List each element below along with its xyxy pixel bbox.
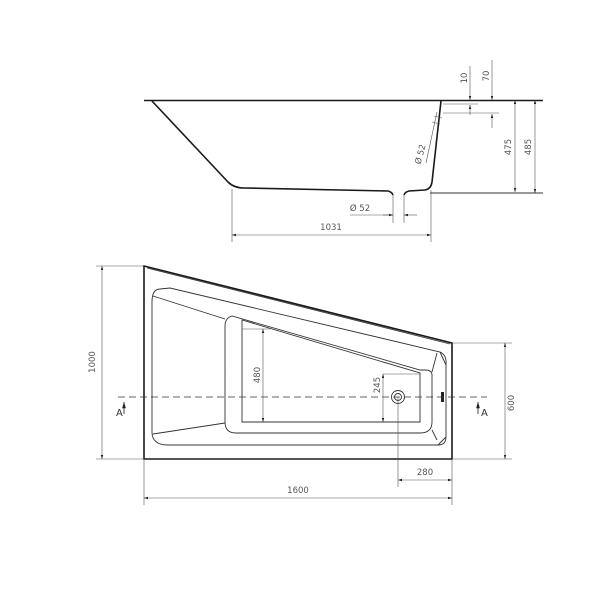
top-view: A A 1000 600 480 245 280 1600 — [88, 264, 517, 505]
dim-1600: 1600 — [287, 486, 309, 496]
dim-1031: 1031 — [320, 223, 342, 233]
side-view: 475 485 10 70 Ø 52 Ø 52 1031 — [144, 60, 543, 242]
basin-outer — [224, 315, 433, 434]
dim-245: 245 — [373, 377, 383, 393]
section-label-right: A — [481, 408, 488, 419]
dim-480: 480 — [253, 367, 263, 383]
dim-280: 280 — [417, 468, 433, 478]
section-label-left: A — [116, 408, 123, 419]
basin-floor — [241, 319, 421, 423]
dim-475: 475 — [504, 139, 514, 155]
dim-1000: 1000 — [88, 351, 98, 373]
dim-600: 600 — [507, 395, 517, 411]
dim-10: 10 — [460, 73, 470, 84]
dim-drain-diameter: Ø 52 — [350, 203, 370, 214]
dim-overflow-diameter: Ø 52 — [413, 143, 429, 165]
dim-485: 485 — [524, 139, 534, 155]
dim-70: 70 — [482, 71, 492, 82]
tub-profile — [151, 100, 442, 196]
tub-outline — [143, 264, 453, 460]
rim-inner — [151, 287, 447, 446]
